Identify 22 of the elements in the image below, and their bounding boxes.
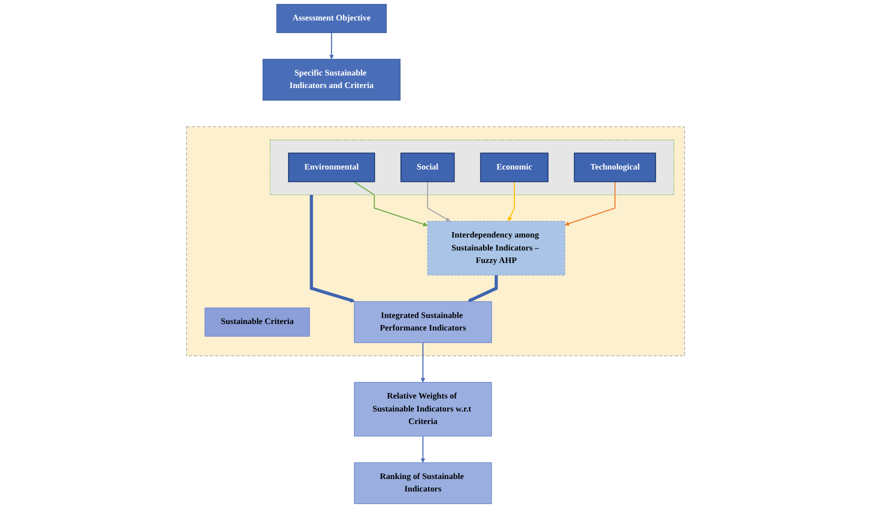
arrow	[353, 181, 428, 226]
node-box: Integrated Sustainable Performance Indicators	[354, 301, 492, 343]
arrow	[467, 275, 498, 302]
arrow	[427, 182, 450, 222]
node-box: Technological	[574, 152, 656, 182]
arrow	[310, 194, 356, 303]
arrow	[420, 342, 426, 383]
arrow	[564, 182, 616, 226]
node-box: Assessment Objective	[276, 4, 387, 33]
node-box: Social	[400, 152, 455, 182]
node-box: Specific Sustainable Indicators and Criteria	[262, 58, 400, 101]
node-box: Sustainable Criteria	[204, 308, 310, 337]
node-box: Interdependency among Sustainable Indicators – Fuzzy AHP	[427, 221, 566, 276]
cluster	[186, 126, 685, 356]
arrow	[420, 436, 426, 463]
arrow	[329, 32, 334, 60]
arrow	[508, 182, 515, 222]
node-box: Relative Weights of Sustainable Indicators w.r.t Criteria	[354, 382, 492, 436]
cluster	[270, 140, 674, 196]
node-box: Environmental	[288, 152, 376, 182]
node-box: Economic	[480, 152, 549, 182]
node-box: Ranking of Sustainable Indicators	[354, 462, 492, 504]
